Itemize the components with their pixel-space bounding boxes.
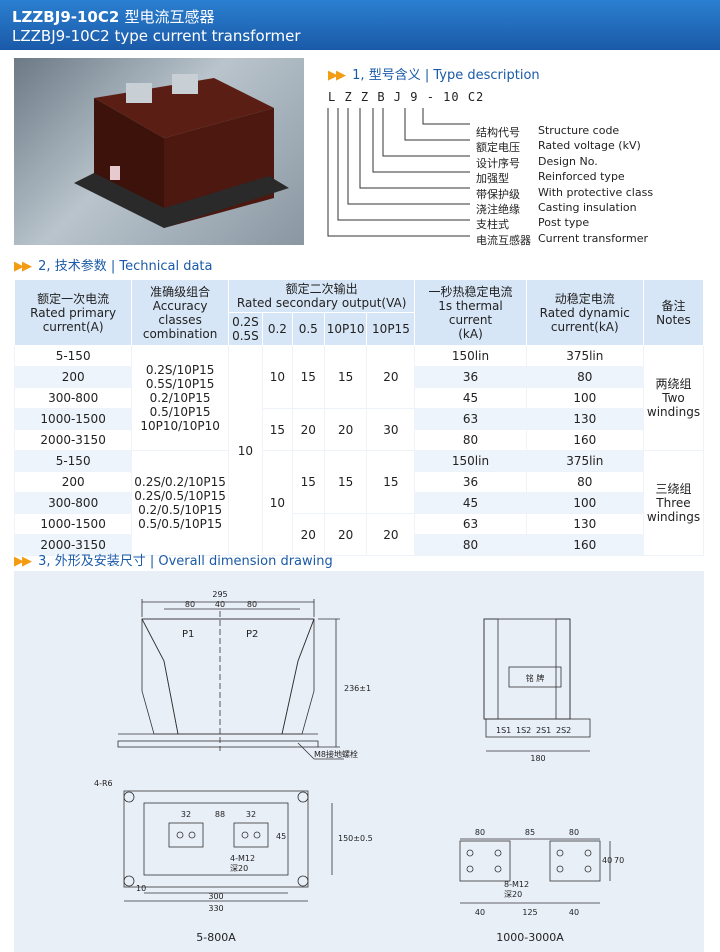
terminal-1s2: 1S2 [516, 726, 531, 735]
label-bdeep: 深20 [504, 890, 522, 899]
table-row: 300-800 45 100 [13, 492, 704, 514]
sub-10p10: 10P10 [323, 312, 368, 346]
label-p2: P2 [246, 629, 258, 640]
dim-88: 88 [215, 810, 225, 819]
dim-295: 295 [212, 590, 227, 599]
type-item-cn: 支柱式 [476, 218, 509, 232]
caption-5-800a: 5-800A [196, 931, 236, 944]
dim-236: 236±1 [344, 684, 371, 693]
dim-10: 10 [136, 884, 146, 893]
label-nameplate: 铭 牌 [526, 673, 545, 683]
terminal-2s1: 2S1 [536, 726, 551, 735]
type-item-cn: 带保护级 [476, 187, 520, 201]
dim-300: 300 [208, 892, 223, 901]
double-arrow-icon: ▶▶ [14, 554, 32, 569]
sub-05: 0.5 [291, 312, 325, 346]
dim-80b: 80 [247, 600, 257, 609]
type-leader-lines [320, 104, 720, 254]
dim-b85: 85 [525, 828, 535, 837]
type-item-en: Casting insulation [538, 201, 637, 214]
type-item-cn: 结构代号 [476, 126, 520, 139]
label-deep20: 深20 [230, 864, 248, 873]
section-technical-data: ▶▶ 2, 技术参数 | Technical data [14, 259, 213, 274]
type-item-en: Current transformer [538, 231, 649, 245]
product-photo [14, 58, 304, 245]
type-item-cn: 电流互感器 [476, 233, 531, 247]
type-item-en: Post type [538, 216, 590, 230]
dim-180: 180 [530, 754, 545, 763]
table-row: 300-800 45 100 [13, 387, 704, 409]
value-02s: 10 [227, 345, 263, 556]
table-row: 1000-1500 20 20 20 63 130 [13, 513, 704, 556]
type-item-cn: 设计序号 [476, 156, 520, 170]
sub-02: 0.2 [261, 312, 293, 346]
label-m8: M8接地螺栓 [314, 749, 358, 759]
type-item-cn: 加强型 [476, 172, 509, 186]
terminal-1s1: 1S1 [496, 726, 511, 735]
label-p1: P1 [182, 629, 194, 640]
type-item-cn: 额定电压 [476, 141, 520, 155]
type-item-en: Design No. [538, 154, 598, 168]
section-dimension-drawing: ▶▶ 3, 外形及安装尺寸 | Overall dimension drawin… [14, 554, 333, 569]
dim-330: 330 [208, 904, 223, 913]
type-item-en: Structure code [538, 124, 620, 137]
caption-1000-3000a: 1000-3000A [496, 931, 564, 944]
type-item-en: With protective class [538, 185, 654, 199]
type-item-en: Rated voltage (kV) [538, 139, 641, 153]
model-code: L Z Z B J 9 - 10 C2 [328, 90, 485, 104]
section-type-description: ▶▶ 1, 型号含义 | Type description [328, 68, 540, 83]
dim-b40a: 40 [475, 908, 485, 917]
dim-b70: 70 [614, 856, 624, 865]
dim-150: 150±0.5 [338, 834, 373, 843]
sub-10p15: 10P15 [366, 312, 416, 346]
double-arrow-icon: ▶▶ [14, 259, 32, 274]
dim-4r6: 4-R6 [94, 779, 113, 788]
title-banner: LZZBJ9-10C2 型电流互感器 LZZBJ9-10C2 type curr… [0, 0, 720, 50]
dim-32b: 32 [246, 810, 256, 819]
dim-45: 45 [276, 832, 286, 841]
type-item-cn: 浇注绝缘 [476, 203, 520, 216]
dim-b125: 125 [522, 908, 537, 917]
terminal-2s2: 2S2 [556, 726, 571, 735]
dim-80a: 80 [185, 600, 195, 609]
label-4m12: 4-M12 [230, 854, 255, 863]
double-arrow-icon: ▶▶ [328, 68, 346, 83]
dim-32a: 32 [181, 810, 191, 819]
dim-b80a: 80 [475, 828, 485, 837]
type-item-en: Reinforced type [538, 170, 625, 184]
title-cn: LZZBJ9-10C2 型电流互感器 [12, 8, 215, 26]
dim-b80b: 80 [569, 828, 579, 837]
table-row: 200 36 80 [13, 366, 704, 388]
table-row: 2000-3150 80 160 [13, 534, 704, 556]
dim-b40v: 40 [602, 856, 612, 865]
dim-b40b: 40 [569, 908, 579, 917]
table-row: 1000-1500 15 20 20 30 63 130 [13, 408, 704, 451]
dimension-drawing: 295 80 40 80 P1 P2 236±1 M8接地螺栓 铭 牌 1S1 … [14, 571, 704, 952]
label-8m12: 8-M12 [504, 880, 529, 889]
dim-40: 40 [215, 600, 225, 609]
title-en: LZZBJ9-10C2 type current transformer [12, 27, 301, 45]
